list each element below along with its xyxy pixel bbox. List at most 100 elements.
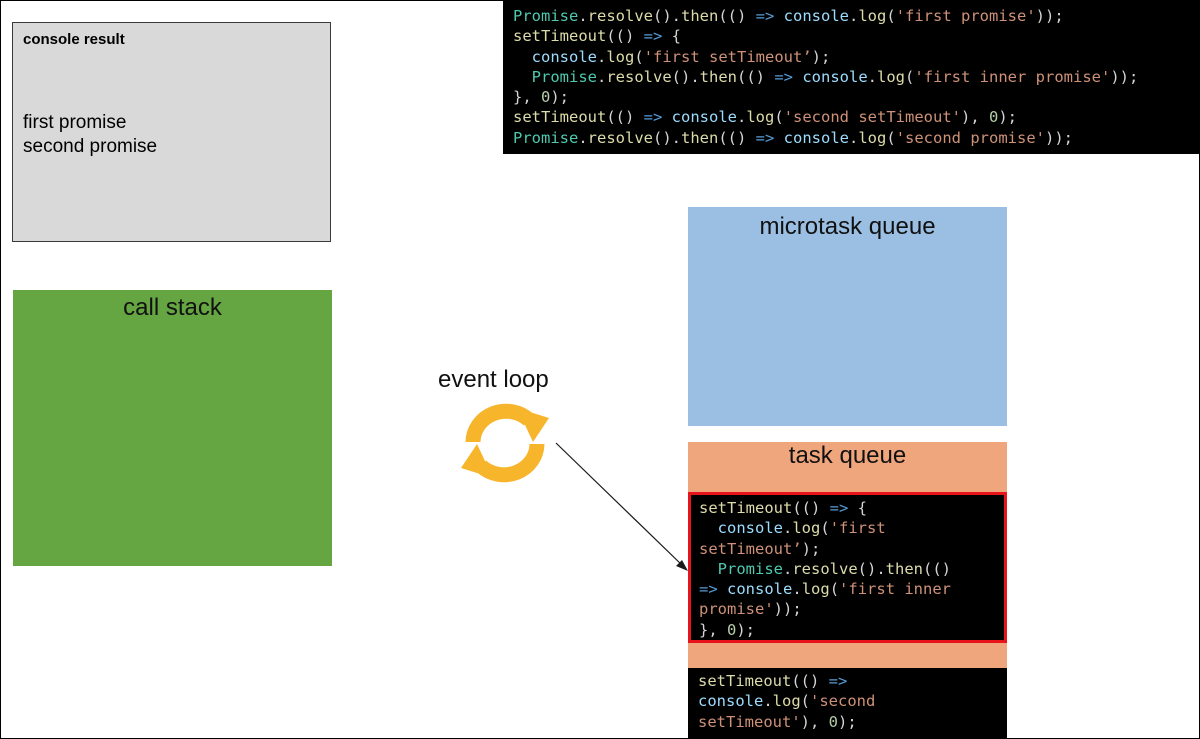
- code-token: log: [877, 67, 906, 86]
- code-token: 'first inner promise': [914, 67, 1111, 86]
- code-token: ((): [923, 559, 951, 578]
- code-token: [699, 519, 718, 537]
- console-line: second promise: [23, 136, 158, 157]
- code-token: Promise: [513, 7, 579, 25]
- code-token: resolve: [587, 7, 653, 25]
- code-token: .: [578, 7, 588, 25]
- code-token: (: [634, 47, 644, 66]
- code-line: Promise.resolve().then(() => console.log…: [513, 128, 1200, 148]
- code-token: resolve: [587, 128, 653, 147]
- code-token: ((): [718, 128, 756, 147]
- code-line: console.log('second: [698, 691, 1007, 711]
- code-token: 'second: [810, 692, 876, 711]
- code-token: log: [772, 692, 801, 711]
- code-token: .: [597, 47, 607, 66]
- event-loop-label: event loop: [438, 366, 549, 393]
- code-token: console: [727, 580, 793, 599]
- code-token: [662, 108, 671, 126]
- code-token: promise': [699, 600, 774, 619]
- code-token: ((): [791, 672, 829, 690]
- code-token: [513, 68, 532, 86]
- code-token: [793, 68, 802, 86]
- console-result-panel: console result first promise second prom…: [12, 22, 331, 242]
- code-token: =>: [774, 67, 793, 86]
- code-token: ((): [792, 499, 830, 517]
- code-token: console: [717, 519, 783, 538]
- code-line: Promise.resolve().then((): [699, 559, 1004, 579]
- code-token: 'first: [829, 519, 886, 538]
- microtask-queue-label: microtask queue: [759, 213, 936, 240]
- code-token: then: [885, 559, 923, 578]
- code-token: (: [800, 692, 811, 711]
- code-token: setTimeout': [698, 712, 801, 731]
- code-token: setTimeout: [513, 27, 607, 46]
- code-token: then: [699, 67, 737, 86]
- console-result-title: console result: [23, 31, 125, 48]
- code-token: .: [849, 7, 859, 25]
- code-token: .: [737, 108, 747, 127]
- code-token: resolve: [792, 559, 858, 578]
- code-token: then: [681, 7, 719, 25]
- code-token: (: [886, 7, 896, 25]
- code-token: ().: [857, 559, 886, 578]
- code-line: }, 0);: [513, 87, 1200, 107]
- code-line: setTimeout’);: [699, 539, 1004, 559]
- code-token: log: [801, 580, 830, 599]
- code-token: .: [783, 559, 793, 578]
- task-queue-label: task queue: [788, 442, 907, 469]
- code-token: 'first inner: [839, 580, 952, 599]
- code-token: =>: [643, 27, 663, 46]
- code-token: log: [606, 47, 635, 66]
- code-line: setTimeout'), 0);: [698, 712, 1007, 732]
- code-token: =>: [829, 499, 849, 517]
- code-line: setTimeout(() =>: [698, 671, 1007, 691]
- code-line: console.log('first setTimeout’);: [513, 47, 1200, 67]
- code-line: => console.log('first inner: [699, 579, 1004, 599]
- code-token: .: [867, 67, 878, 86]
- code-token: ));: [1035, 7, 1064, 25]
- code-token: .: [849, 128, 859, 147]
- code-token: );: [736, 620, 756, 639]
- call-stack-box: call stack: [13, 290, 332, 566]
- code-token: 'first setTimeout’: [643, 47, 812, 66]
- code-token: ((): [606, 27, 644, 46]
- microtask-queue-box: microtask queue: [688, 207, 1007, 426]
- code-token: (: [774, 108, 784, 127]
- code-token: 'second promise': [895, 128, 1045, 147]
- code-token: ((): [737, 67, 775, 86]
- code-line: promise'));: [699, 599, 1004, 619]
- source-code-block: Promise.resolve().then(() => console.log…: [503, 0, 1200, 154]
- code-token: log: [792, 519, 821, 538]
- code-token: Promise: [513, 128, 579, 147]
- code-token: {: [848, 499, 867, 517]
- code-token: setTimeout’: [699, 539, 802, 558]
- code-token: ),: [961, 108, 989, 127]
- code-line: }, 0);: [699, 620, 1004, 640]
- code-line: setTimeout(() => console.log('second set…: [513, 107, 1200, 127]
- code-token: .: [763, 692, 773, 711]
- code-token: [513, 48, 532, 66]
- code-token: [774, 129, 783, 147]
- call-stack-label: call stack: [123, 294, 222, 321]
- console-line: first promise: [23, 112, 127, 133]
- code-token: (: [820, 519, 830, 538]
- code-line: Promise.resolve().then(() => console.log…: [513, 67, 1200, 87]
- code-token: setTimeout: [698, 672, 792, 690]
- code-token: ().: [653, 128, 681, 147]
- code-token: );: [998, 108, 1018, 127]
- code-token: {: [662, 27, 681, 46]
- code-token: ));: [1045, 128, 1073, 147]
- code-token: console: [698, 692, 764, 711]
- code-token: log: [858, 128, 887, 147]
- code-token: 0: [541, 88, 551, 107]
- code-token: console: [783, 128, 849, 147]
- code-token: .: [783, 519, 793, 538]
- code-token: },: [699, 620, 727, 639]
- code-token: ));: [1110, 67, 1139, 86]
- code-token: =>: [643, 108, 663, 127]
- code-token: ((): [718, 7, 756, 25]
- code-token: );: [550, 88, 570, 107]
- code-token: console: [671, 108, 737, 127]
